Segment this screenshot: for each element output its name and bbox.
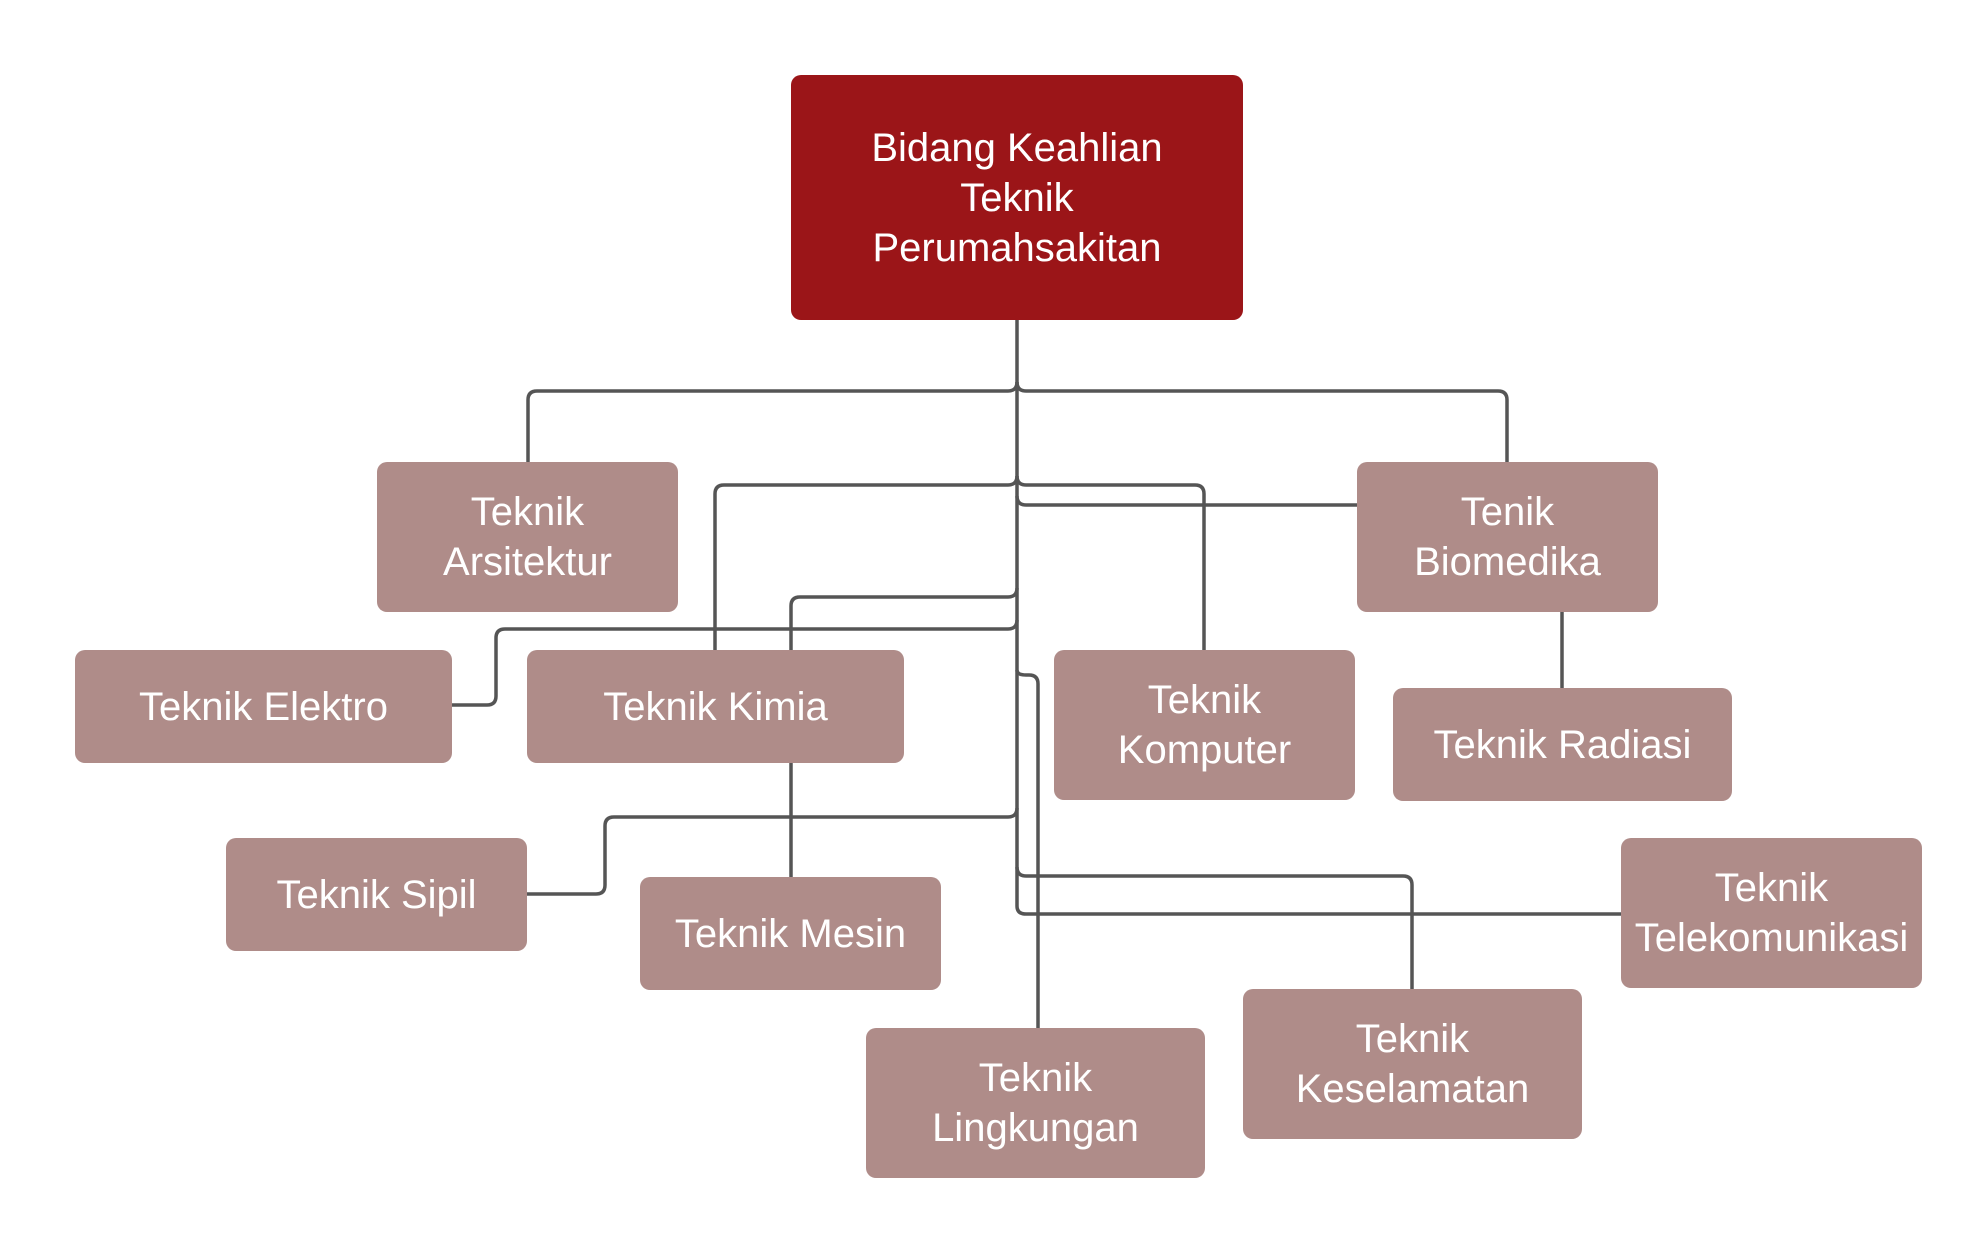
node-root[interactable]: Bidang Keahlian Teknik Perumahsakitan xyxy=(791,75,1243,320)
connector-biomedika xyxy=(1015,381,1509,462)
node-teknik-lingkungan[interactable]: Teknik Lingkungan xyxy=(866,1028,1205,1178)
node-teknik-komputer[interactable]: Teknik Komputer xyxy=(1054,650,1355,800)
connector-keselamatan xyxy=(1015,866,1414,989)
connector-trunk xyxy=(1015,388,1621,916)
connector-sipil xyxy=(527,807,1019,896)
node-teknik-sipil[interactable]: Teknik Sipil xyxy=(226,838,527,951)
node-teknik-radiasi[interactable]: Teknik Radiasi xyxy=(1393,688,1732,801)
connector-arsitektur xyxy=(526,381,1019,462)
connector-biomedika-side xyxy=(1015,495,1357,507)
node-teknik-elektro[interactable]: Teknik Elektro xyxy=(75,650,452,763)
connector-komputer xyxy=(1015,475,1206,650)
node-tenik-biomedika[interactable]: Tenik Biomedika xyxy=(1357,462,1658,612)
node-teknik-telekomunikasi[interactable]: Teknik Telekomunikasi xyxy=(1621,838,1922,988)
node-teknik-keselamatan[interactable]: Teknik Keselamatan xyxy=(1243,989,1582,1139)
node-teknik-kimia[interactable]: Teknik Kimia xyxy=(527,650,904,763)
connector-mesin xyxy=(789,587,1019,877)
connector-kimia xyxy=(713,475,1019,650)
connector-lingkungan xyxy=(1015,669,1040,1028)
node-teknik-mesin[interactable]: Teknik Mesin xyxy=(640,877,941,990)
node-teknik-arsitektur[interactable]: Teknik Arsitektur xyxy=(377,462,678,612)
connector-elektro xyxy=(452,619,1019,707)
